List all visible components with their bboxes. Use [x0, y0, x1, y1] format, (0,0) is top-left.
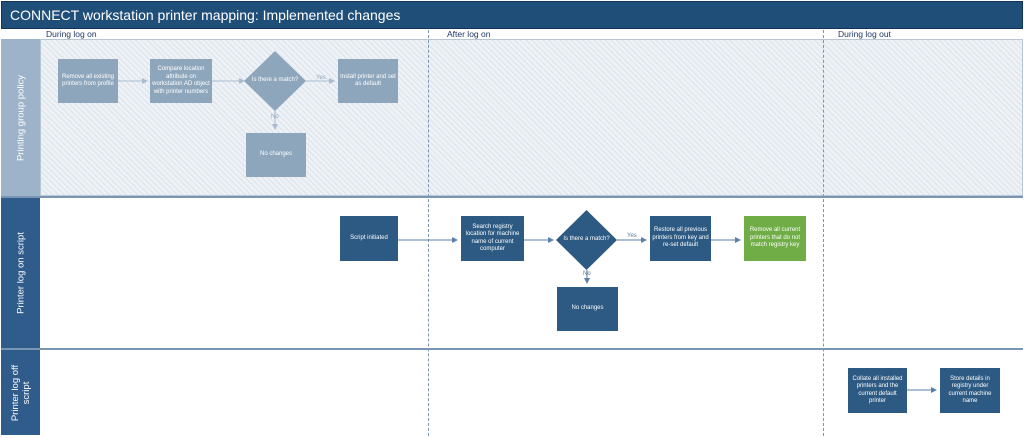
lane-header-log-on-script: Printer log on script: [1, 198, 40, 348]
phase-label-during-log-on: During log on: [46, 29, 97, 39]
decision-gp-match: Is there a match?: [244, 51, 306, 111]
node-script-no-changes: No changes: [557, 287, 618, 331]
lane-separator: [1, 348, 1023, 350]
decision-shape: [556, 210, 617, 270]
decision-script-label: Is there a match?: [563, 236, 610, 243]
node-collate-printers: Collate all installed printers and the c…: [848, 368, 907, 413]
edge-label-script-yes: Yes: [627, 233, 637, 239]
edge-label-script-no: No: [583, 271, 591, 277]
title-bar: CONNECT workstation printer mapping: Imp…: [1, 1, 1023, 29]
diagram-title: CONNECT workstation printer mapping: Imp…: [10, 7, 401, 23]
decision-script-match: Is there a match?: [556, 210, 617, 270]
edge-label-gp-no: No: [271, 114, 279, 120]
node-install-printer: Install printer and set as default: [338, 59, 398, 103]
node-store-details: Store details in registry under current …: [940, 368, 1000, 413]
node-gp-no-changes: No changes: [246, 133, 306, 177]
node-compare-location: Compare location attribute on workstatio…: [150, 59, 212, 103]
lane-header-group-policy: Printing group policy: [1, 39, 40, 196]
node-restore-printers: Restore all previous printers from key a…: [650, 216, 711, 261]
phase-separator: [823, 30, 824, 436]
decision-gp-label: Is there a match?: [251, 77, 299, 84]
node-search-registry: Search registry location for machine nam…: [461, 216, 524, 261]
lane-header-log-off-script: Printer log off script: [1, 350, 40, 435]
lane-separator: [1, 196, 1023, 198]
phase-separator: [428, 30, 429, 436]
phase-label-after-log-on: After log on: [447, 29, 491, 39]
phase-label-during-log-out: During log out: [838, 29, 891, 39]
node-remove-current-printers: Remove all current printers that do not …: [744, 216, 806, 261]
node-script-initiated: Script initiated: [340, 216, 398, 261]
node-remove-existing-printers: Remove all existing printers from profil…: [58, 59, 118, 103]
edge-label-gp-yes: Yes: [316, 75, 326, 81]
decision-shape: [244, 51, 306, 111]
